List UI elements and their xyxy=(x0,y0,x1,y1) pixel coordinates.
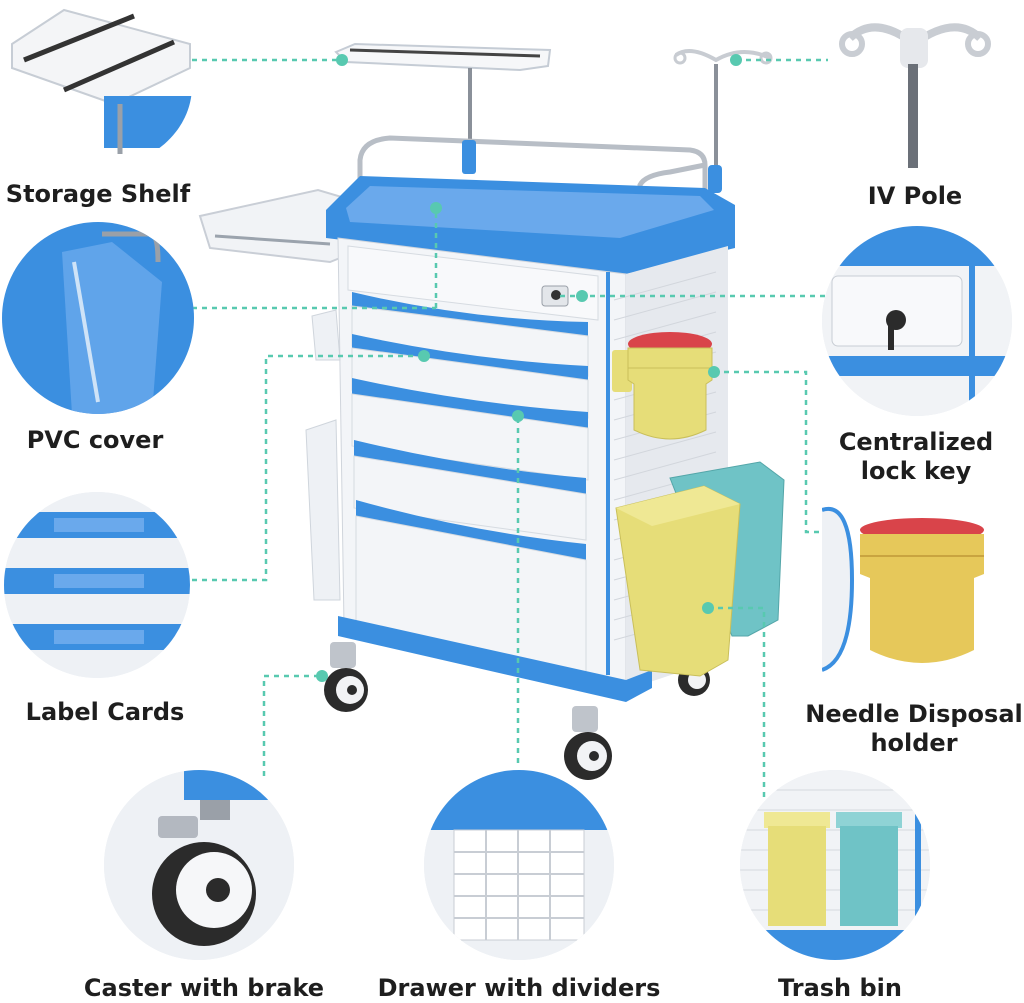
label-caster-with-brake: Caster with brake xyxy=(83,974,325,1002)
label-storage-shelf: Storage Shelf xyxy=(5,180,191,208)
label-centralized-lock-key-line1: Centralized xyxy=(838,428,994,456)
drawer-dividers-detail xyxy=(424,770,614,960)
sharps-container xyxy=(612,332,713,440)
label-needle-disposal: Needle Disposal holder xyxy=(804,700,1024,758)
label-label-cards: Label Cards xyxy=(25,698,185,726)
drawers xyxy=(351,292,589,677)
callout-dots xyxy=(316,54,742,682)
caster-detail xyxy=(104,770,294,960)
label-iv-pole: IV Pole xyxy=(867,182,963,210)
label-cards-detail xyxy=(4,492,190,678)
pvc-cover-detail xyxy=(2,222,194,414)
storage-shelf-detail xyxy=(4,4,192,168)
needle-disposal-detail xyxy=(822,500,1002,680)
label-pvc-cover: PVC cover xyxy=(26,426,164,454)
label-needle-disposal-line2: holder xyxy=(870,729,958,757)
iv-pole xyxy=(673,49,773,193)
label-needle-disposal-line1: Needle Disposal xyxy=(805,700,1023,728)
casters xyxy=(324,642,710,780)
lock-key-detail xyxy=(822,226,1012,416)
label-drawer-with-dividers: Drawer with dividers xyxy=(377,974,661,1002)
label-trash-bin: Trash bin xyxy=(778,974,902,1002)
trash-bin-detail xyxy=(740,770,930,960)
trash-bins xyxy=(615,461,785,677)
iv-pole-detail xyxy=(830,4,1000,174)
label-centralized-lock-key-line2: lock key xyxy=(860,457,972,485)
side-slide-shelf xyxy=(198,188,346,264)
label-centralized-lock-key: Centralized lock key xyxy=(818,428,1014,486)
top-storage-shelf xyxy=(334,42,552,140)
lock-key-icon xyxy=(886,310,906,350)
